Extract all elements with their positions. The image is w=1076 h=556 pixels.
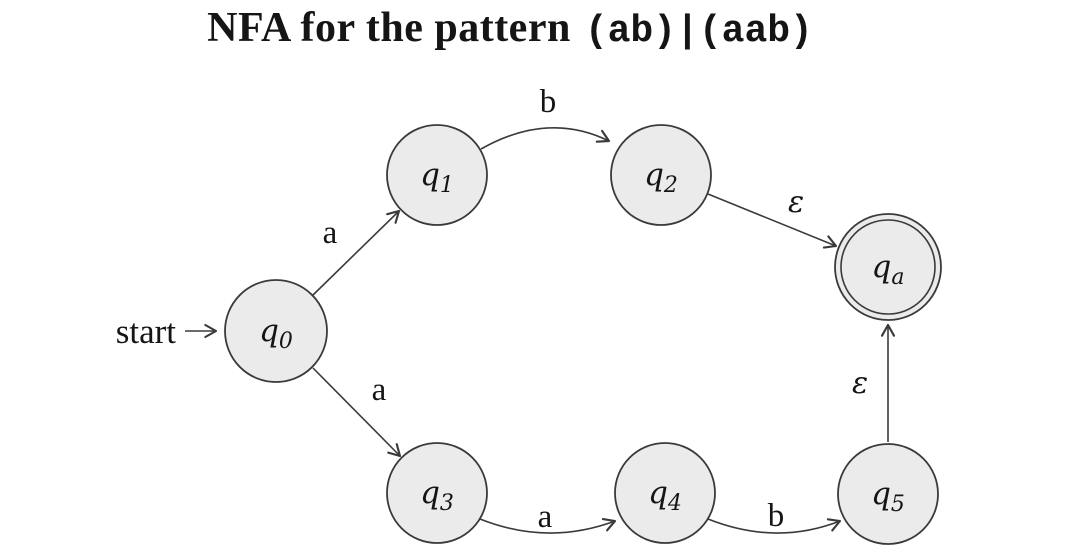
state-label-q0: q0 (259, 313, 293, 354)
state-circle-q0 (224, 279, 328, 383)
state-label-q3: q3 (420, 475, 454, 516)
state-label-qa: qa (872, 249, 905, 290)
edge-label-q3-q4: a (538, 499, 553, 535)
state-circle-q2 (610, 124, 712, 226)
edge-q3-q4 (479, 518, 617, 534)
state-circle-q5 (837, 443, 939, 545)
state-q3: q3 (386, 442, 488, 544)
state-q4: q4 (614, 442, 716, 544)
state-circle-qa-outer (834, 213, 942, 321)
edge-q0-q1 (312, 209, 401, 296)
state-circle-q4 (614, 442, 716, 544)
state-label-q1: q1 (420, 157, 454, 198)
edge-label-q2-qa: ε (788, 185, 804, 220)
state-circle-q1 (386, 124, 488, 226)
title-pattern: (ab)|(aab) (584, 10, 813, 53)
state-circle-qa-inner (840, 219, 936, 315)
state-q0: q0 (224, 279, 328, 383)
edge-q2-qa (707, 193, 838, 249)
edge-label-q0-q1: a (323, 215, 338, 251)
state-label-q5: q5 (871, 476, 905, 517)
edge-label-q1-q2: b (540, 84, 557, 120)
state-label-q2: q2 (644, 157, 678, 198)
edge-label-q0-q3: a (372, 372, 387, 408)
state-circle-q3 (386, 442, 488, 544)
state-label-q4: q4 (648, 475, 682, 516)
edge-label-q5-qa: ε (852, 366, 868, 401)
diagram-title: NFA for the pattern (ab)|(aab) (0, 4, 1020, 53)
edge-q0-q3 (312, 367, 402, 458)
start-label: start (116, 312, 177, 351)
state-qa-accepting: qa (834, 213, 942, 321)
state-q1: q1 (386, 124, 488, 226)
state-q2: q2 (610, 124, 712, 226)
edge-q1-q2 (480, 127, 611, 150)
state-q5: q5 (837, 443, 939, 545)
edge-label-q4-q5: b (768, 498, 785, 534)
title-text: NFA for the pattern (207, 5, 571, 51)
edge-q4-q5 (707, 518, 842, 534)
